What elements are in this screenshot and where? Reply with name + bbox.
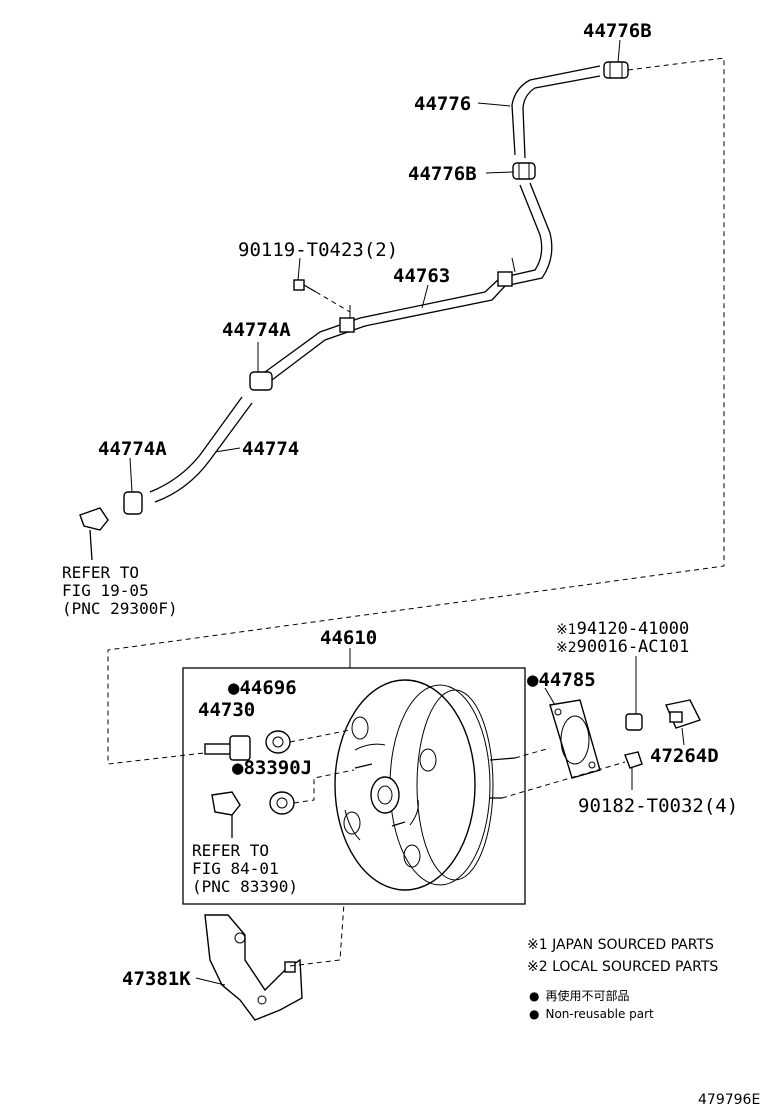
legend-nonreusable-jp: ●再使用不可部品 bbox=[529, 988, 630, 1003]
label-83390J: ●83390J bbox=[232, 757, 312, 779]
check-valve-44730 bbox=[204, 735, 251, 761]
sensor-fig-84-01 bbox=[211, 791, 241, 838]
label-44774A-lower: 44774A bbox=[98, 438, 167, 460]
ref1-line3: (PNC 29300F) bbox=[62, 599, 178, 618]
legend-japan-sourced: ※1 JAPAN SOURCED PARTS bbox=[527, 937, 714, 953]
label-44763: 44763 bbox=[393, 265, 450, 287]
bracket-47264D bbox=[665, 699, 701, 729]
ref2-line3: (PNC 83390) bbox=[192, 877, 298, 896]
label-47381K: 47381K bbox=[122, 968, 191, 990]
label-44774A-upper: 44774A bbox=[222, 319, 291, 341]
bracket-47381K bbox=[204, 914, 303, 1021]
clamp-44774A-lower bbox=[123, 491, 143, 515]
legend: ※1 JAPAN SOURCED PARTS ※2 LOCAL SOURCED … bbox=[527, 937, 718, 1021]
brake-booster-44610 bbox=[334, 679, 516, 891]
label-44776B-top: 44776B bbox=[583, 20, 652, 42]
clamp-44776B-top bbox=[603, 61, 629, 79]
leader-lines-upper bbox=[129, 39, 621, 493]
label-44776: 44776 bbox=[414, 93, 471, 115]
label-90016: ※290016-AC101 bbox=[556, 637, 689, 657]
ref1-line1: REFER TO bbox=[62, 563, 139, 582]
label-44776B-mid: 44776B bbox=[408, 163, 477, 185]
booster-section bbox=[182, 648, 526, 905]
label-44730: 44730 bbox=[198, 699, 255, 721]
legend-nonreusable-en: ●Non-reusable part bbox=[529, 1007, 654, 1021]
label-44610: 44610 bbox=[320, 627, 377, 649]
part-labels: 44776B 44776 44776B 90119-T0423(2) 44763… bbox=[98, 20, 738, 990]
clamp-44774A-upper bbox=[249, 371, 273, 391]
clamp-44776B-mid bbox=[512, 162, 536, 180]
catalog-number: 479796E bbox=[698, 1092, 760, 1108]
grommet-83390J bbox=[269, 791, 295, 815]
ref2-line2: FIG 84-01 bbox=[192, 859, 279, 878]
vacuum-hose-assembly bbox=[79, 57, 725, 765]
ref2-line1: REFER TO bbox=[192, 841, 269, 860]
bolt-90119 bbox=[293, 279, 317, 293]
reference-notes: REFER TO FIG 19-05 (PNC 29300F) REFER TO… bbox=[62, 563, 298, 896]
label-94120: ※194120-41000 bbox=[556, 619, 689, 639]
nut-90182 bbox=[624, 751, 643, 769]
grommet-44696 bbox=[265, 730, 291, 754]
label-90182: 90182-T0032(4) bbox=[578, 795, 738, 817]
label-44774: 44774 bbox=[242, 438, 299, 460]
legend-local-sourced: ※2 LOCAL SOURCED PARTS bbox=[527, 959, 718, 975]
label-90119: 90119-T0423(2) bbox=[238, 239, 398, 261]
gasket-44785 bbox=[549, 699, 601, 779]
label-44785: ●44785 bbox=[527, 669, 596, 691]
label-44696: ●44696 bbox=[228, 677, 297, 699]
label-47264D: 47264D bbox=[650, 745, 719, 767]
ref1-line2: FIG 19-05 bbox=[62, 581, 149, 600]
nut-94120 bbox=[625, 713, 643, 731]
connector-fig-19-05 bbox=[79, 507, 109, 561]
